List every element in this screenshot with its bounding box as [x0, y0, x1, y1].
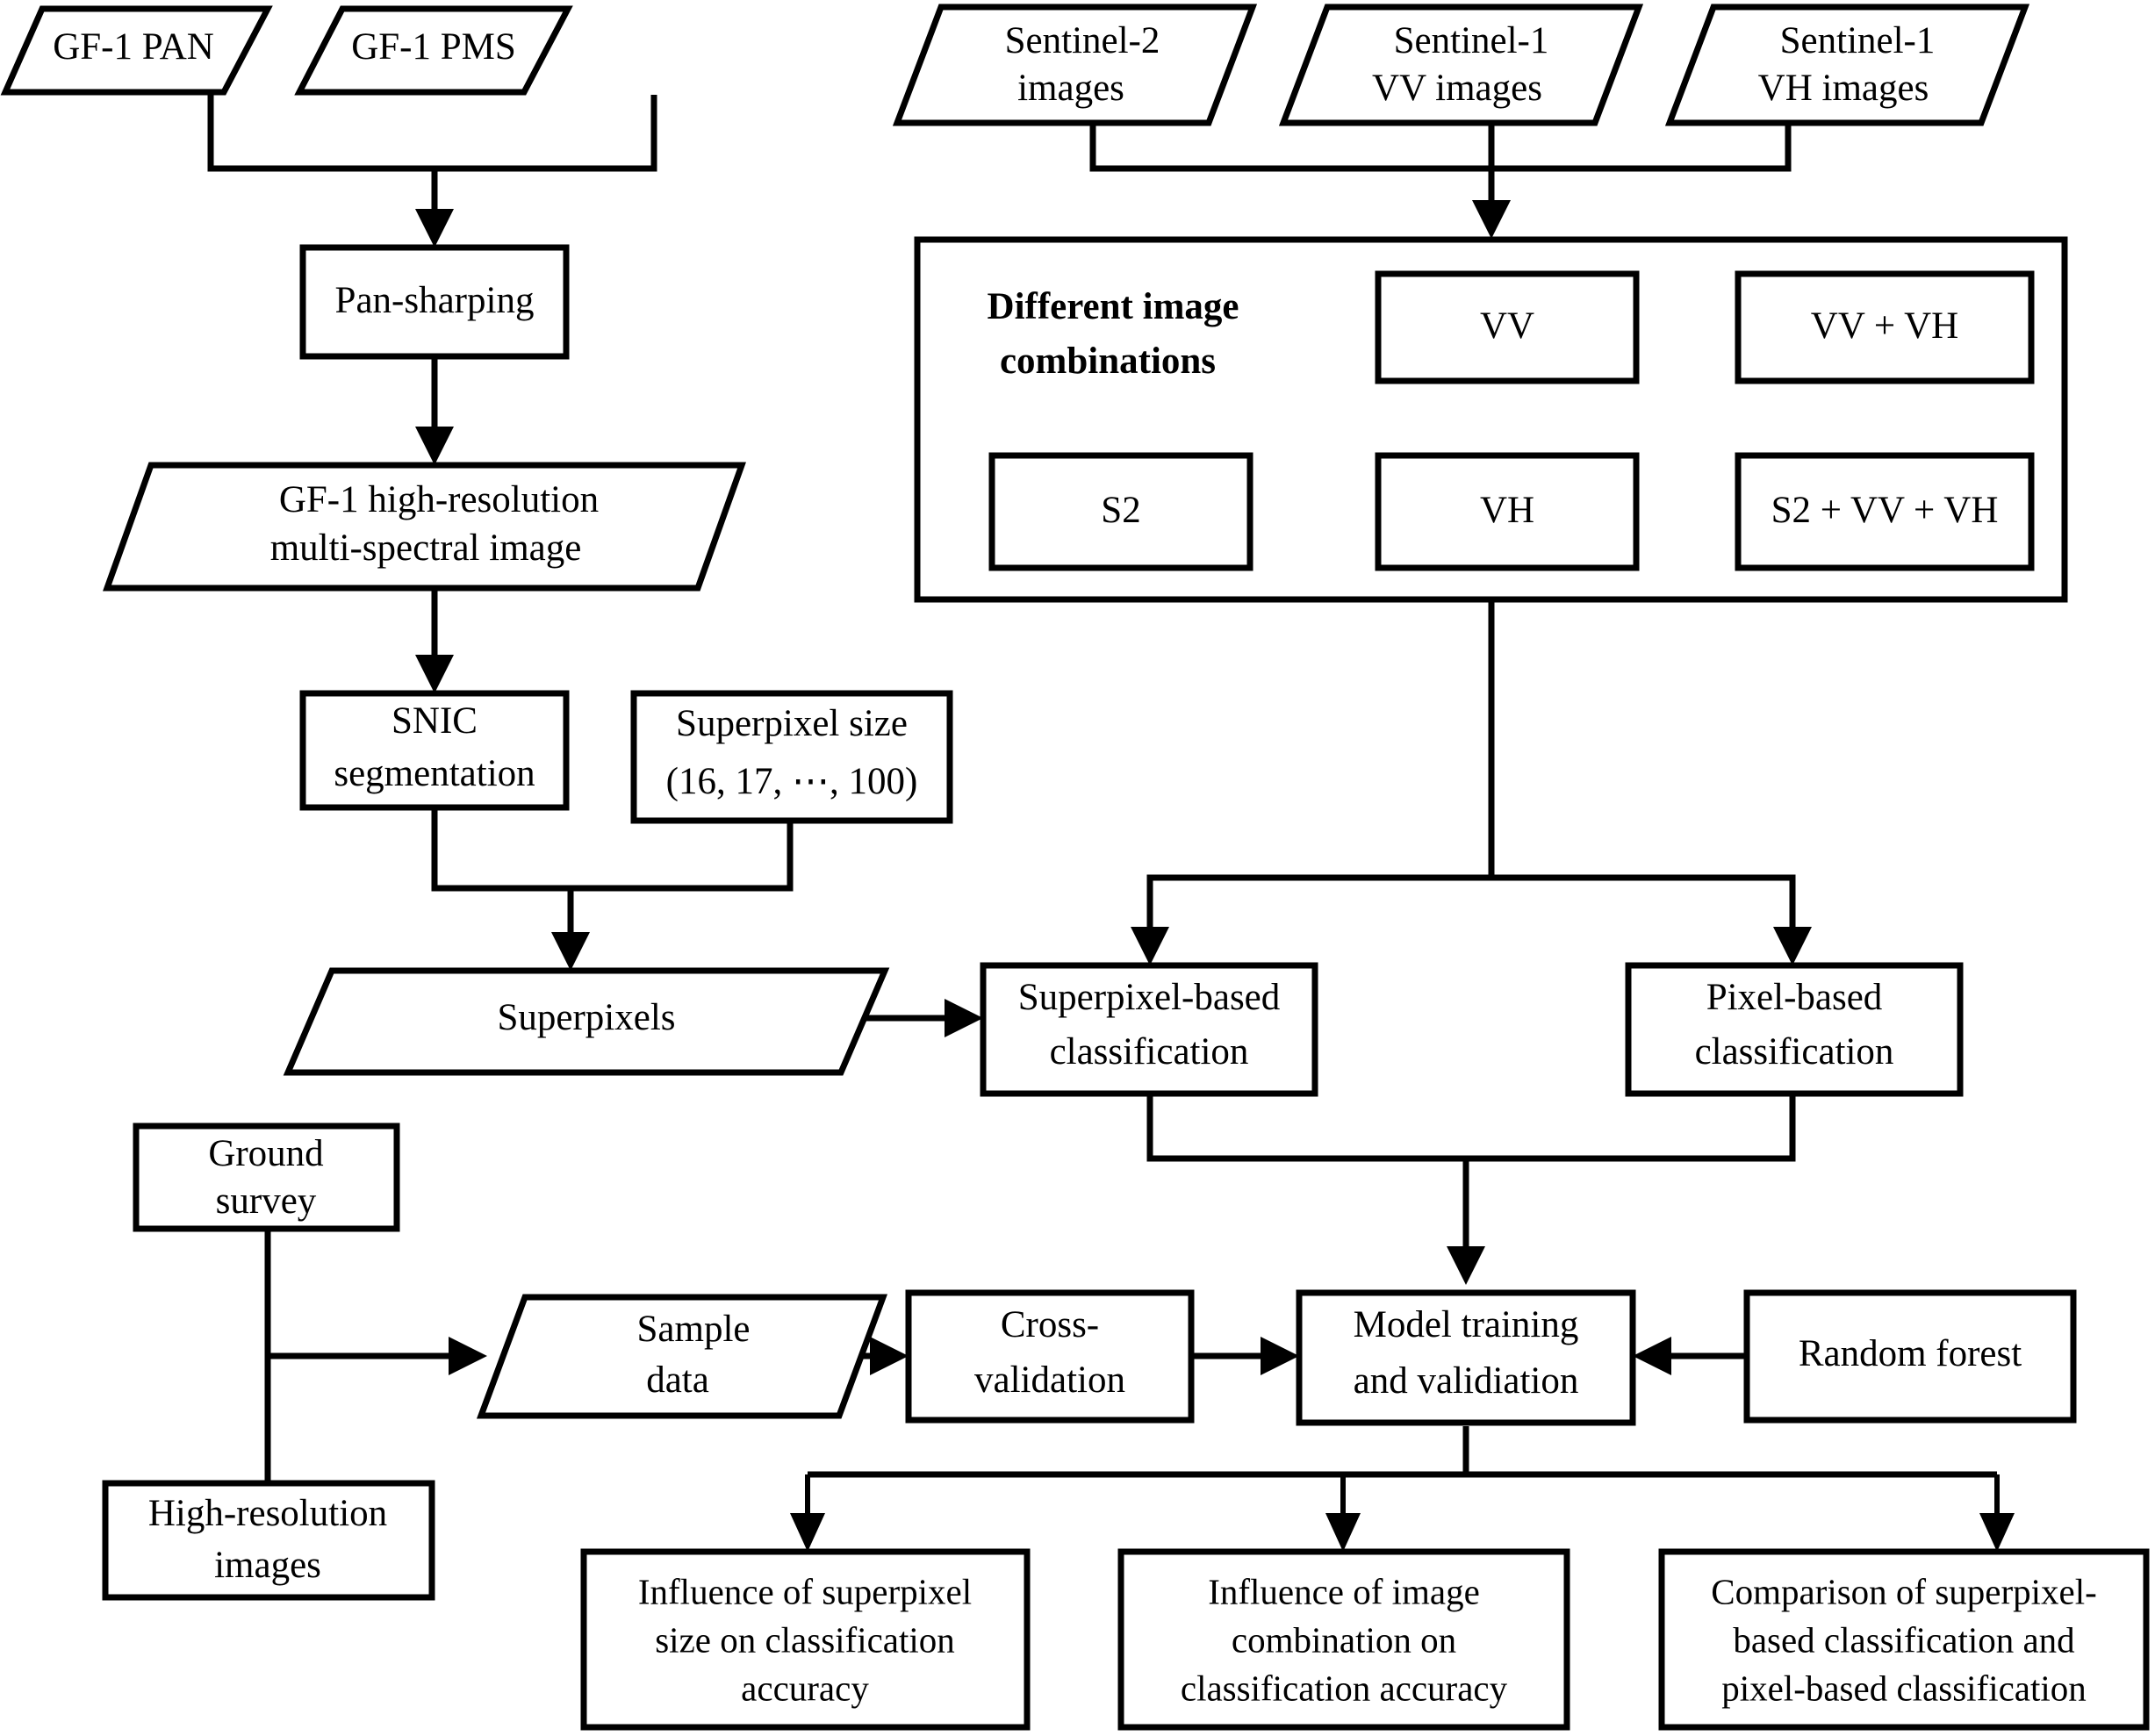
node-random-forest-label: Random forest — [1799, 1333, 2022, 1374]
node-out1-line1: Influence of superpixel — [638, 1571, 972, 1611]
connector-combinations-to-classifications — [1131, 599, 1812, 965]
panel-different-image-combinations: Different image combinations VV VV + VH … — [914, 236, 2068, 603]
node-sentinel1-vv-line2: VV images — [1372, 68, 1542, 109]
connector-model-to-outputs — [790, 1426, 2015, 1552]
node-pixel-based-classification[interactable]: Pixel-based classification — [1625, 962, 1964, 1097]
node-out2-line2: combination on — [1232, 1619, 1456, 1660]
node-superpixel-size-line1: Superpixel size — [676, 703, 908, 744]
node-snic-segmentation[interactable]: SNIC segmentation — [299, 690, 570, 811]
connector-snic-to-superpixels — [431, 807, 794, 971]
node-highres-images-line1: High-resolution — [148, 1493, 387, 1534]
connector-pansharping-to-highres — [415, 355, 454, 465]
combination-item-s2-vv-vh-label: S2 + VV + VH — [1771, 490, 1999, 531]
node-gf1-pan-label: GF-1 PAN — [53, 26, 214, 68]
node-snic-line2: segmentation — [334, 753, 535, 794]
node-spclass-line2: classification — [1050, 1031, 1249, 1072]
node-sentinel2-line1: Sentinel-2 — [1005, 20, 1160, 61]
node-gf1-highres-line1: GF-1 high-resolution — [279, 479, 599, 520]
node-model-training[interactable]: Model training and validiation — [1296, 1289, 1636, 1426]
node-sentinel2-line2: images — [1017, 68, 1124, 109]
connector-classifications-to-model — [1146, 1093, 1796, 1285]
node-cross-validation[interactable]: Cross- validation — [905, 1289, 1195, 1424]
combination-item-vh-label: VH — [1480, 490, 1534, 531]
node-out2-line3: classification accuracy — [1181, 1668, 1508, 1708]
node-sample-data[interactable]: Sample data — [476, 1294, 888, 1419]
combination-item-s2-vv-vh[interactable]: S2 + VV + VH — [1735, 452, 2035, 571]
node-spclass-line1: Superpixel-based — [1018, 977, 1281, 1018]
node-pan-sharping[interactable]: Pan-sharping — [299, 244, 570, 360]
node-superpixel-size-line2: (16, 17, ⋯, 100) — [666, 761, 918, 802]
node-highres-images-line2: images — [214, 1545, 321, 1586]
node-model-training-line1: Model training — [1354, 1304, 1579, 1345]
combination-item-vv[interactable]: VV — [1375, 270, 1640, 384]
node-snic-line1: SNIC — [391, 700, 478, 742]
combination-item-s2[interactable]: S2 — [988, 452, 1253, 571]
node-sentinel1-vh-line2: VH images — [1758, 68, 1929, 109]
node-random-forest[interactable]: Random forest — [1743, 1289, 2077, 1424]
node-gf1-high-resolution[interactable]: GF-1 high-resolution multi-spectral imag… — [103, 462, 746, 592]
node-sentinel1-vh-images[interactable]: Sentinel-1 VH images — [1664, 4, 2030, 126]
node-ground-survey-line2: survey — [216, 1180, 317, 1222]
node-superpixels[interactable]: Superpixels — [283, 967, 890, 1076]
node-gf1-highres-line2: multi-spectral image — [270, 527, 582, 569]
node-out2-line1: Influence of image — [1208, 1571, 1480, 1611]
connector-survey-to-sample — [264, 1229, 487, 1483]
node-model-training-line2: and validiation — [1354, 1360, 1579, 1402]
node-superpixels-label: Superpixels — [497, 997, 675, 1038]
node-sentinel1-vv-line1: Sentinel-1 — [1394, 20, 1549, 61]
node-out3-line3: pixel-based classification — [1721, 1668, 2087, 1708]
combination-item-vv-vh[interactable]: VV + VH — [1735, 270, 2035, 384]
combination-item-s2-label: S2 — [1101, 490, 1140, 531]
combination-item-vv-label: VV — [1480, 305, 1534, 347]
panel-title-line1: Different image — [988, 286, 1239, 327]
node-out1-line2: size on classification — [655, 1619, 955, 1660]
node-gf1-pms-label: GF-1 PMS — [351, 26, 516, 68]
connector-gf1-to-pansharping — [207, 95, 657, 247]
node-sample-data-line1: Sample — [637, 1309, 751, 1350]
node-ground-survey-line1: Ground — [208, 1133, 323, 1174]
combination-item-vv-vh-label: VV + VH — [1811, 305, 1958, 347]
connector-crossval-to-model — [1192, 1337, 1299, 1375]
node-sentinel2-images[interactable]: Sentinel-2 images — [892, 4, 1258, 126]
node-pan-sharping-label: Pan-sharping — [335, 280, 535, 321]
node-pxclass-line1: Pixel-based — [1706, 977, 1883, 1018]
node-sample-data-line2: data — [646, 1359, 709, 1401]
node-superpixel-based-classification[interactable]: Superpixel-based classification — [980, 962, 1318, 1097]
node-pxclass-line2: classification — [1695, 1031, 1894, 1072]
node-sentinel1-vv-images[interactable]: Sentinel-1 VV images — [1278, 4, 1644, 126]
connector-randomforest-to-model — [1633, 1337, 1747, 1375]
node-ground-survey[interactable]: Ground survey — [133, 1123, 400, 1232]
combination-item-vh[interactable]: VH — [1375, 452, 1640, 571]
node-out3-line2: based classification and — [1733, 1619, 2074, 1660]
node-crossval-line2: validation — [974, 1359, 1125, 1401]
node-out1-line3: accuracy — [741, 1668, 869, 1708]
node-crossval-line1: Cross- — [1001, 1304, 1099, 1345]
node-superpixel-size[interactable]: Superpixel size (16, 17, ⋯, 100) — [630, 690, 953, 824]
node-output-comparison[interactable]: Comparison of superpixel- based classifi… — [1658, 1548, 2150, 1731]
node-gf1-pan[interactable]: GF-1 PAN — [0, 5, 273, 96]
node-output-superpixel-size[interactable]: Influence of superpixel size on classifi… — [580, 1548, 1031, 1731]
node-sentinel1-vh-line1: Sentinel-1 — [1780, 20, 1936, 61]
panel-title-line2: combinations — [1000, 341, 1216, 382]
node-high-resolution-images[interactable]: High-resolution images — [102, 1480, 435, 1601]
node-out3-line1: Comparison of superpixel- — [1711, 1571, 2097, 1611]
node-output-image-combination[interactable]: Influence of image combination on classi… — [1117, 1548, 1570, 1731]
connector-highres-to-snic — [415, 590, 454, 693]
node-gf1-pms[interactable]: GF-1 PMS — [294, 5, 573, 96]
